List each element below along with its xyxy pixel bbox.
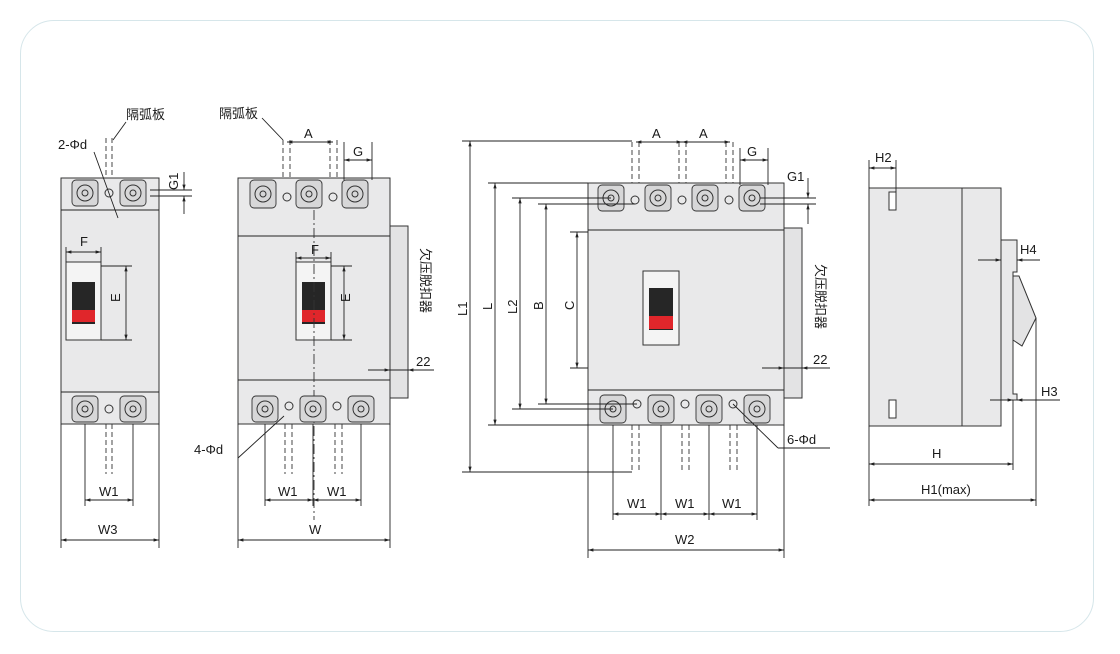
label-a-3: A (699, 126, 708, 141)
three-pole-handle-red (302, 310, 325, 322)
view-three-pole (237, 117, 434, 548)
label-h4: H4 (1020, 242, 1037, 257)
label-f-1: F (80, 234, 88, 249)
label-c: C (562, 301, 577, 310)
three-pole-bottom-terminals (251, 395, 375, 423)
label-hole-2: 2-Φd (58, 137, 87, 152)
label-h: H (932, 446, 941, 461)
label-22-1: 22 (416, 354, 430, 369)
label-w1-4: W1 (627, 496, 647, 511)
label-l1: L1 (455, 302, 470, 316)
label-b: B (531, 301, 546, 310)
label-undervoltage-1: 欠压脱扣器 (417, 248, 433, 313)
label-l2: L2 (505, 300, 520, 314)
label-w1-2: W1 (278, 484, 298, 499)
label-h1max: H1(max) (921, 482, 971, 497)
side-body-base (868, 187, 963, 427)
side-handle (1012, 275, 1037, 347)
four-pole-handle-red (649, 316, 673, 329)
label-g-1: G (353, 144, 363, 159)
diagram-frame (20, 20, 1094, 632)
label-h3: H3 (1041, 384, 1058, 399)
label-e-2: E (338, 293, 353, 302)
three-pole-undervoltage-box (389, 225, 409, 399)
label-arc-barrier-2: 隔弧板 (219, 107, 258, 122)
label-h2: H2 (875, 150, 892, 165)
single-pole-handle-red (72, 310, 95, 322)
label-w1-1: W1 (99, 484, 119, 499)
four-pole-body (587, 182, 785, 426)
three-pole-top-terminals (249, 179, 369, 209)
side-clip-bottom (888, 399, 897, 419)
label-f-2: F (311, 242, 319, 257)
label-w3: W3 (98, 522, 118, 537)
label-undervoltage-2: 欠压脱扣器 (812, 264, 828, 329)
view-single-pole (60, 121, 192, 548)
label-w1-5: W1 (675, 496, 695, 511)
label-w2: W2 (675, 532, 695, 547)
four-pole-undervoltage-box (783, 227, 803, 399)
side-clip-top (888, 191, 897, 211)
single-pole-top-terminals (71, 179, 147, 207)
view-side (868, 160, 1060, 506)
label-arc-barrier-1: 隔弧板 (126, 108, 165, 123)
label-22-2: 22 (813, 352, 827, 367)
four-pole-top-terminals (597, 184, 766, 212)
label-w1-6: W1 (722, 496, 742, 511)
label-a-1: A (304, 126, 313, 141)
label-g-2: G (747, 144, 757, 159)
label-a-2: A (652, 126, 661, 141)
label-g1-1: G1 (166, 173, 181, 190)
label-w: W (309, 522, 322, 537)
label-l: L (480, 303, 495, 310)
label-hole-6: 6-Φd (787, 432, 816, 447)
label-hole-4: 4-Φd (194, 442, 223, 457)
label-g1-2: G1 (787, 169, 804, 184)
single-pole-bottom-terminals (71, 395, 147, 423)
side-body-cover (961, 187, 1002, 427)
view-four-pole (462, 140, 830, 558)
label-w1-3: W1 (327, 484, 347, 499)
label-e-1: E (108, 293, 123, 302)
